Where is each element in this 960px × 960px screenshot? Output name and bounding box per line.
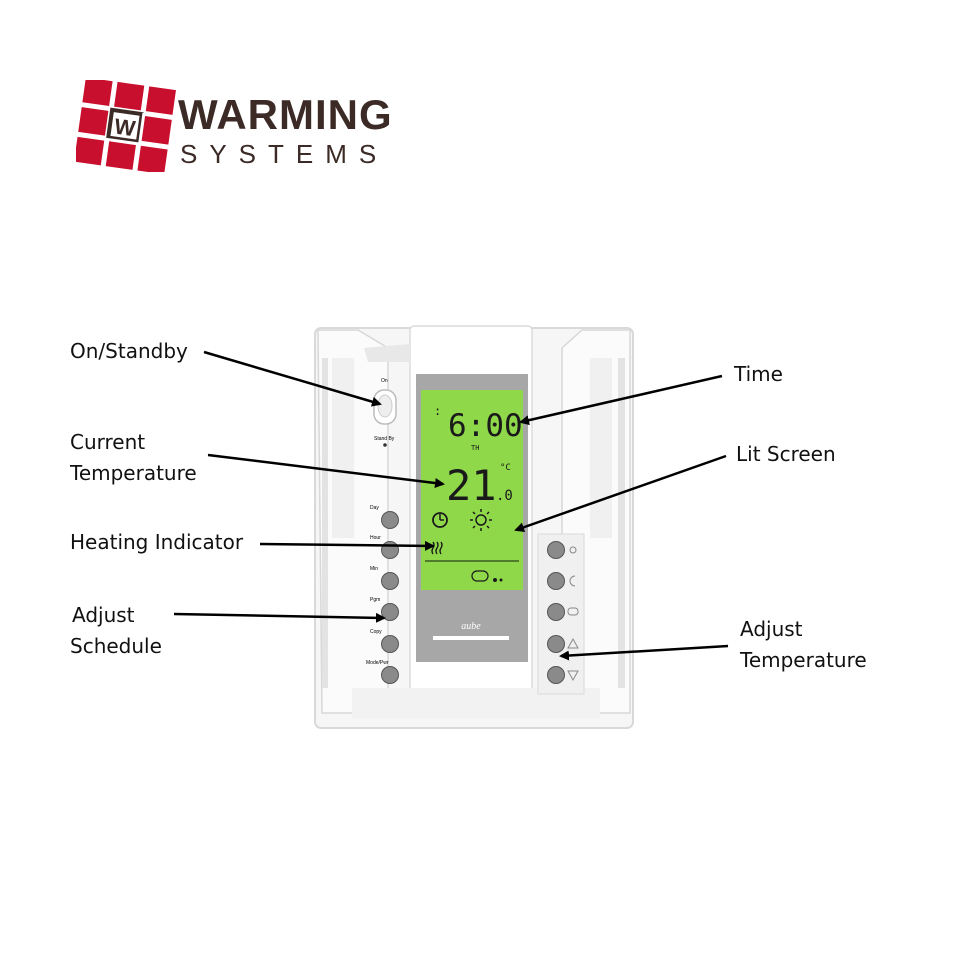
label-adjust-temperature-line1: Adjust (740, 617, 803, 641)
day-button[interactable] (381, 511, 399, 529)
label-adjust-schedule-line2: Schedule (70, 634, 162, 658)
label-time: Time (734, 362, 783, 386)
aube-brand: aube (461, 621, 481, 632)
temperature-decimal: .0 (496, 488, 513, 504)
lit-screen (421, 390, 523, 590)
program-indicator-icon (471, 570, 503, 582)
label-heating-indicator: Heating Indicator (70, 530, 244, 554)
button-label-hour: Hour (370, 535, 381, 541)
away-button[interactable] (547, 603, 565, 621)
button-label-mode: Mode/Pwr (366, 660, 389, 666)
temp-up-button[interactable] (547, 635, 565, 653)
sun-icon (569, 546, 577, 554)
min-button[interactable] (381, 572, 399, 590)
label-lit-screen: Lit Screen (736, 442, 836, 466)
logo-emblem-letter: W (113, 114, 137, 142)
mode-button[interactable] (381, 666, 399, 684)
warming-systems-logo-emblem: W (76, 80, 180, 172)
label-current-temperature-line1: Current (70, 430, 146, 454)
right-button-column (547, 541, 565, 684)
temp-down-button[interactable] (547, 666, 565, 684)
time-display: 6:00 (448, 408, 523, 444)
label-adjust-temperature-line2: Temperature (740, 648, 867, 672)
label-adjust-schedule-line1: Adjust (72, 603, 135, 627)
down-arrow-icon (567, 670, 579, 682)
sun-icon (470, 509, 492, 531)
switch-label-on: On (381, 378, 388, 384)
copy-button[interactable] (381, 635, 399, 653)
pgm-button[interactable] (381, 603, 399, 621)
logo-wordmark: WARMING (178, 91, 393, 138)
button-label-day: Day (370, 505, 379, 511)
current-temperature-display: 21 (446, 461, 497, 510)
logo-subtitle: SYSTEMS (180, 139, 389, 169)
temperature-unit: °C (500, 463, 511, 473)
button-label-copy: Copy (370, 629, 382, 635)
label-on-standby: On/Standby (70, 339, 188, 363)
comfort-button[interactable] (547, 541, 565, 559)
day-display: TH (471, 444, 479, 452)
switch-label-standby: Stand By (374, 436, 395, 442)
moon-icon (569, 575, 576, 587)
svg-text::: : (434, 404, 441, 418)
button-label-min: Min (370, 566, 378, 572)
button-label-pgm: Pgm (370, 597, 380, 603)
thermostat-device: : 6:00 TH 21 .0 °C aube On Stand By Day … (314, 325, 634, 729)
hour-button[interactable] (381, 541, 399, 559)
economy-button[interactable] (547, 572, 565, 590)
clock-icon (432, 512, 448, 528)
away-icon (567, 607, 579, 616)
label-current-temperature-line2: Temperature (70, 461, 197, 485)
